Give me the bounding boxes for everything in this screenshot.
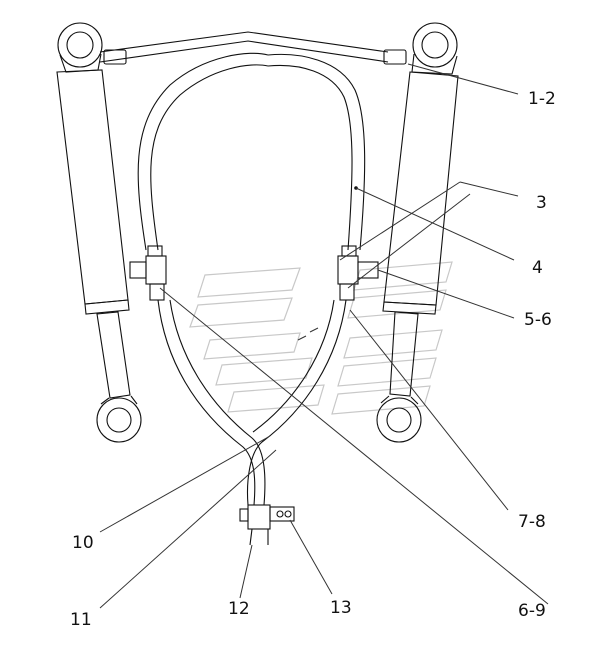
center-mark: [297, 327, 319, 341]
callout-4: 4: [532, 258, 543, 278]
callout-10: 10: [72, 533, 94, 553]
callout-labels: 1-2 3 4 5-6 7-8 6-9 10 11 12 13: [70, 89, 556, 630]
callout-11: 11: [70, 610, 92, 630]
callout-7-8: 7-8: [518, 512, 546, 532]
left-hydraulic-cylinder: [56, 22, 142, 443]
watermark-logo: [189, 261, 453, 415]
leader-lines: [99, 63, 549, 609]
callout-13: 13: [330, 598, 352, 618]
callout-6-9: 6-9: [518, 601, 546, 621]
callout-12: 12: [228, 599, 250, 619]
left-tee-fitting: [129, 245, 167, 301]
pipe-clamp: [239, 504, 295, 546]
callout-1-2: 1-2: [528, 89, 556, 109]
callout-3: 3: [536, 193, 547, 213]
right-tee-fitting: [337, 245, 379, 301]
left-hose: [137, 52, 269, 506]
right-hose: [247, 53, 366, 506]
top-connecting-pipe: [99, 31, 407, 65]
callout-5-6: 5-6: [524, 310, 552, 330]
